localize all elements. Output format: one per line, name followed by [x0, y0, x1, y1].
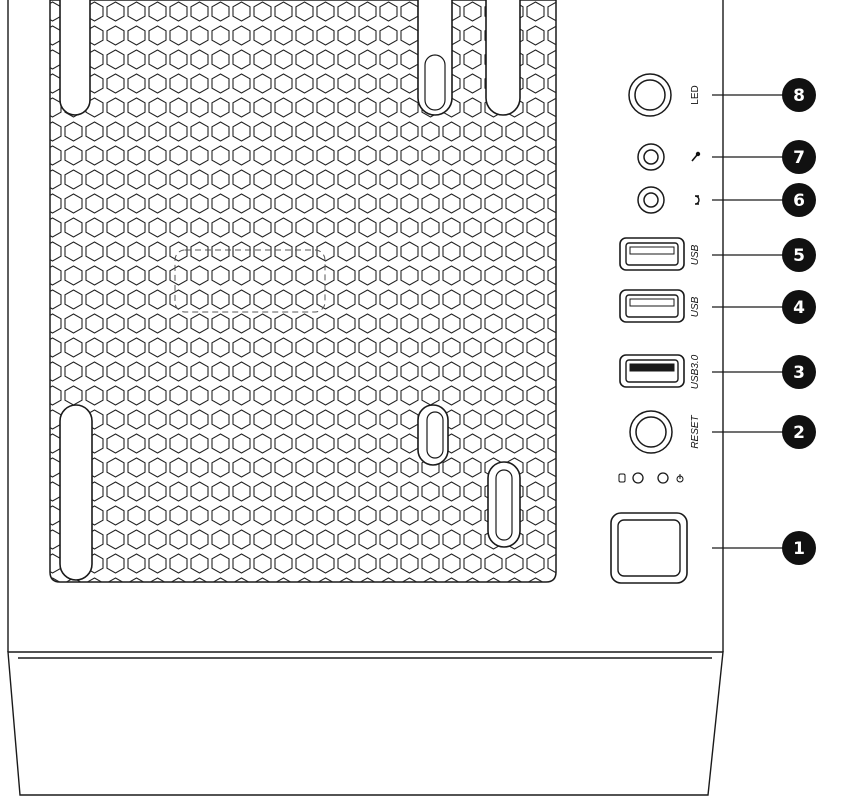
power-led-icon [676, 474, 684, 483]
callout-badge-6: 6 [782, 183, 816, 217]
callout-badge-circle [782, 531, 816, 565]
hdd-indicator-led [632, 472, 644, 484]
led-button [628, 73, 672, 117]
front-mesh-panel [49, 0, 557, 583]
usb-label-b: USB [690, 296, 701, 317]
mesh-slot [59, 404, 93, 581]
usb3-label: USB3.0 [690, 354, 701, 389]
callout-badge-3: 3 [782, 355, 816, 389]
callout-badge-8: 8 [782, 78, 816, 112]
callout-number: 6 [793, 191, 805, 211]
callout-number: 8 [793, 86, 805, 106]
power-button [610, 512, 688, 584]
mesh-slot [485, 0, 521, 116]
callout-number: 3 [793, 363, 805, 383]
callout-badge-circle [782, 78, 816, 112]
reset-label: RESET [690, 414, 701, 448]
mesh-slot [487, 461, 521, 548]
reset-button [629, 410, 673, 454]
mesh-slot [417, 404, 449, 466]
callout-number: 7 [793, 148, 805, 168]
microphone-icon [691, 151, 701, 162]
usb-port-b [619, 289, 685, 323]
callout-badge-circle [782, 140, 816, 174]
callout-badge-circle [782, 415, 816, 449]
hdd-led-icon [618, 473, 626, 483]
callout-badge-circle [782, 355, 816, 389]
callout-number: 1 [793, 539, 805, 559]
callout-badge-circle [782, 290, 816, 324]
mesh-slot [59, 0, 91, 116]
fan-outline [174, 249, 326, 313]
callout-badge-7: 7 [782, 140, 816, 174]
usb3-port [619, 354, 685, 388]
callout-number: 5 [793, 246, 805, 266]
headphone-icon [694, 195, 700, 205]
callout-badge-circle [782, 183, 816, 217]
case-body-outline [7, 0, 724, 796]
callout-number: 2 [793, 423, 805, 443]
callout-badge-2: 2 [782, 415, 816, 449]
callout-number: 4 [793, 298, 805, 318]
power-indicator-led [657, 472, 669, 484]
callout-badges: 8 7 6 5 4 3 2 1 [782, 78, 816, 565]
mesh-slot [417, 0, 453, 116]
led-label: LED [690, 85, 701, 104]
usb-port-a [619, 237, 685, 271]
callout-badge-1: 1 [782, 531, 816, 565]
callout-badge-circle [782, 238, 816, 272]
usb-label-a: USB [690, 244, 701, 265]
callout-badge-4: 4 [782, 290, 816, 324]
microphone-jack [637, 143, 665, 171]
mesh-slots [59, 0, 521, 581]
headphone-jack [637, 186, 665, 214]
callout-badge-5: 5 [782, 238, 816, 272]
